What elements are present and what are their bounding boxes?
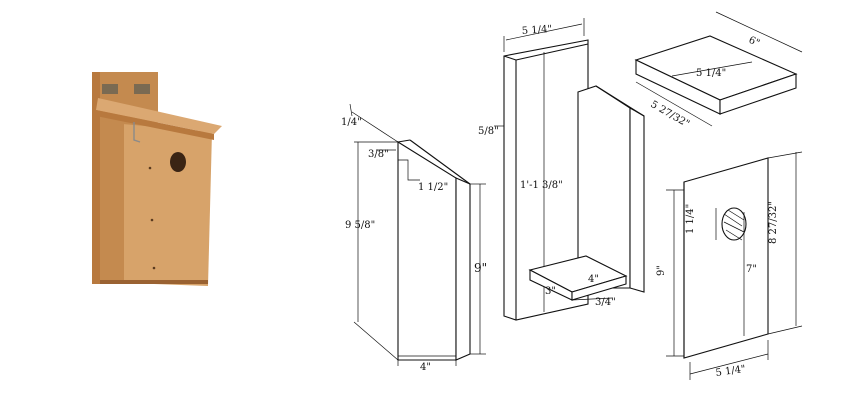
label-hole: 1 1/4" (685, 204, 696, 234)
label-front-width: 5 1/4" (715, 364, 746, 379)
dim-line-back-width (505, 23, 583, 41)
side-panel-slope-back (409, 139, 471, 185)
back-panel-face (503, 39, 589, 321)
latch-hook-icon (133, 122, 141, 143)
side-panel-drawing: 1/4" 3/8" 1 1/2" 9 5/8" 9" 4" (341, 103, 487, 373)
label-back-height: 1'-1 3/8" (520, 180, 563, 191)
label-roof-width: 6" (747, 35, 762, 50)
label-back-thickness: 5/8" (478, 126, 499, 137)
label-height-front: 9 5/8" (345, 220, 375, 231)
dim-line-top-offset (351, 111, 399, 143)
inner-side-thickness (629, 107, 645, 293)
dim-line-front-width (689, 353, 769, 375)
nail-icon (150, 218, 154, 222)
label-front-left: 9" (656, 265, 667, 276)
label-roof-thickness: 3/8" (368, 149, 389, 160)
label-notch: 1 1/2" (418, 182, 448, 193)
side-panel-top-edge (397, 139, 411, 143)
back-panel-edge (503, 55, 517, 61)
ext-line (767, 151, 803, 159)
roof-drawing: 6" 5 1/4" 5 27/32" (634, 11, 803, 130)
entrance-hole (170, 152, 186, 172)
dim-line-roof-inner (671, 61, 753, 77)
nail-icon (148, 166, 152, 170)
label-hole-height: 7" (746, 264, 757, 275)
front-panel-hole (721, 207, 747, 241)
ext-line (349, 103, 353, 117)
label-roof-inner: 5 1/4" (696, 68, 726, 79)
birdhouse-photo (92, 72, 222, 286)
hinge-right-icon (134, 84, 150, 94)
label-floor-c: 4" (588, 274, 599, 285)
ext-line (353, 321, 399, 361)
dim-line-roof-width (715, 11, 803, 53)
label-floor-b: 3/4" (595, 297, 616, 308)
ext-line (767, 325, 803, 335)
label-roof-depth: 5 27/32" (649, 99, 692, 130)
front-panel-drawing: 1 1/4" 7" 9" 8 27/32" 5 1/4" (656, 151, 803, 380)
photo-roof-edge (96, 110, 214, 140)
inner-side-top-edge (595, 85, 645, 117)
label-height-back: 9" (474, 261, 487, 275)
label-top-offset: 1/4" (341, 117, 362, 128)
photo-shadow (100, 280, 208, 284)
dim-line-floor (571, 297, 613, 301)
hinge-left-icon (102, 84, 118, 94)
dim-line-roof-depth (635, 81, 713, 127)
inner-side-and-floor: 3" 3/4" 4" (528, 85, 645, 308)
floor-side (571, 275, 627, 301)
side-panel-thickness (455, 177, 471, 361)
label-front-right: 8 27/32" (768, 201, 779, 244)
label-width: 4" (420, 362, 431, 373)
photo-roof (96, 98, 222, 134)
nail-icon (152, 266, 156, 270)
notch-line (398, 159, 420, 181)
photo-back-board-edge (92, 72, 100, 284)
hole-hatching (723, 209, 745, 241)
label-back-width: 5 1/4" (521, 24, 552, 37)
side-panel-face (397, 141, 457, 361)
back-panel-edge (515, 43, 589, 61)
roof-side (719, 73, 797, 115)
front-panel-face (683, 157, 769, 359)
photo-box-side (100, 120, 124, 284)
label-floor-a: 3" (545, 286, 556, 297)
back-panel-drawing: 5 1/4" 5/8" 1'-1 3/8" (478, 18, 589, 321)
